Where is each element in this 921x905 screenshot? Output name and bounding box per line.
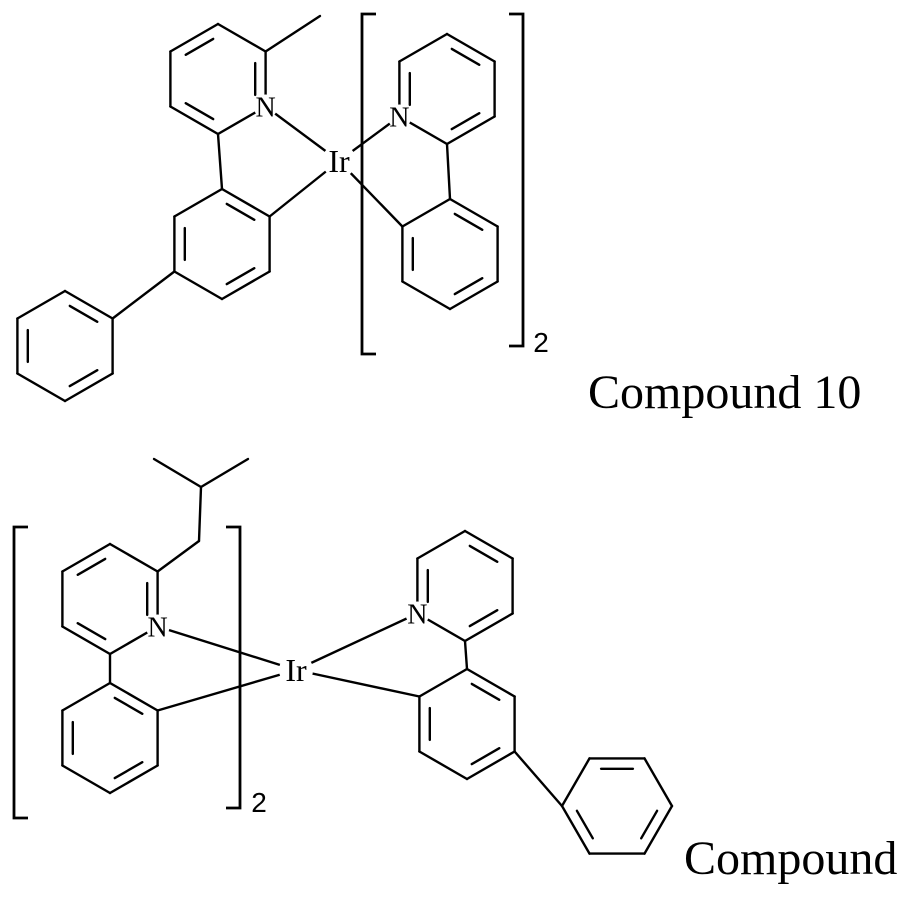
bond-line <box>448 280 499 311</box>
bond-line <box>152 457 203 489</box>
bond-line <box>108 542 159 573</box>
bond-line <box>450 111 481 131</box>
bond-line <box>61 681 112 712</box>
bond-line <box>68 369 99 388</box>
bond-line <box>468 544 499 563</box>
bracket-subscript: 2 <box>251 787 267 818</box>
bond-line <box>68 304 99 323</box>
bond-line <box>463 639 469 671</box>
iridium-label: Ir <box>285 652 307 688</box>
bond-line <box>416 529 467 560</box>
atom-label-mask <box>405 601 430 626</box>
labels-layer: N N Ir 2 Compound 10 N N Ir 2 Compound <box>147 93 897 886</box>
bond-line <box>108 681 159 712</box>
brackets-layer <box>12 12 525 820</box>
bond-line <box>220 187 271 218</box>
bond-line <box>448 197 499 228</box>
bracket-subscript: 2 <box>533 327 549 358</box>
bond-line <box>216 132 224 191</box>
bond-line <box>560 804 591 855</box>
repeat-bracket <box>12 525 28 820</box>
bond-line <box>173 270 224 301</box>
bond-line <box>453 212 484 232</box>
bond-line <box>418 667 469 698</box>
bond-line <box>156 625 298 672</box>
bonds-layer <box>16 14 674 855</box>
atom-label-mask <box>253 94 278 119</box>
bond-line <box>76 557 107 576</box>
bond-line <box>169 22 220 53</box>
bond-line <box>220 270 271 301</box>
bond-line <box>264 14 322 53</box>
bond-line <box>173 187 224 218</box>
bond-line <box>294 668 421 698</box>
bond-line <box>463 529 514 560</box>
bond-line <box>216 22 267 53</box>
bond-line <box>640 809 659 840</box>
compound-caption: Compound <box>684 832 897 885</box>
bond-line <box>169 105 220 136</box>
atom-masks-layer <box>145 94 430 687</box>
bond-line <box>199 457 250 489</box>
atom-label-mask <box>279 653 313 687</box>
bond-line <box>560 757 591 808</box>
bond-line <box>184 37 215 56</box>
bond-line <box>513 750 564 808</box>
bond-line <box>445 142 452 201</box>
bond-line <box>465 667 516 698</box>
nitrogen-label: N <box>147 613 167 644</box>
bond-line <box>156 668 298 712</box>
bond-line <box>445 115 496 146</box>
bond-line <box>225 202 256 222</box>
bond-line <box>465 750 516 781</box>
bond-line <box>470 682 501 701</box>
bond-line <box>113 696 144 715</box>
bond-line <box>643 804 674 855</box>
bond-line <box>450 47 481 67</box>
bond-line <box>156 539 201 573</box>
bond-line <box>16 289 67 320</box>
bond-line <box>418 750 469 781</box>
repeat-bracket <box>360 12 376 356</box>
repeat-bracket <box>509 12 525 348</box>
bond-line <box>63 289 114 320</box>
bond-line <box>401 280 452 311</box>
bond-line <box>61 764 112 795</box>
bond-line <box>61 625 112 656</box>
iridium-label: Ir <box>328 143 350 179</box>
bond-line <box>197 485 203 543</box>
bond-line <box>453 277 484 296</box>
bond-line <box>63 372 114 403</box>
bond-line <box>113 761 144 780</box>
bond-line <box>398 32 449 63</box>
atom-label-mask <box>322 144 356 178</box>
nitrogen-label: N <box>407 600 427 631</box>
nitrogen-label: N <box>255 93 275 124</box>
bond-line <box>643 757 674 808</box>
bond-line <box>445 32 496 63</box>
bond-line <box>470 747 501 766</box>
bond-line <box>108 764 159 795</box>
nitrogen-label: N <box>389 103 409 134</box>
bond-line <box>111 270 176 320</box>
atom-label-mask <box>145 614 170 639</box>
atom-label-mask <box>387 104 412 129</box>
bond-line <box>468 609 499 628</box>
bond-line <box>16 372 67 403</box>
bond-line <box>463 612 514 643</box>
compound-10-caption: Compound 10 <box>588 366 861 419</box>
repeat-bracket <box>226 525 242 810</box>
bond-line <box>61 542 112 573</box>
bond-line <box>401 197 452 228</box>
bond-line <box>575 809 594 840</box>
bond-line <box>76 622 107 641</box>
bond-line <box>225 267 256 286</box>
bond-line <box>184 101 215 121</box>
bond-line <box>294 612 419 672</box>
